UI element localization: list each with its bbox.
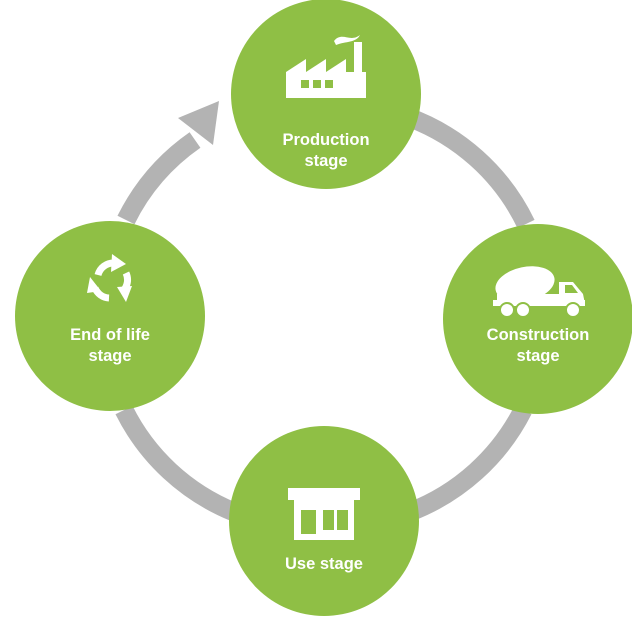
concrete-mixer-truck-icon	[493, 266, 585, 318]
construction-stage-label-line2: stage	[516, 347, 560, 365]
arrow-head	[178, 101, 219, 145]
construction-stage-label: Construction stage	[443, 325, 632, 367]
end-of-life-stage-label-line1: End of life	[70, 326, 150, 344]
end-of-life-stage-circle: End of life stage	[15, 221, 205, 411]
building-icon	[288, 488, 360, 540]
use-stage-label-line1: Use stage	[285, 555, 363, 573]
use-stage-label: Use stage	[229, 554, 419, 575]
recycle-icon	[87, 254, 132, 302]
end-of-life-stage-label: End of life stage	[15, 325, 205, 367]
production-stage-label: Production stage	[231, 130, 421, 172]
arc-production-construction	[401, 107, 535, 229]
factory-icon	[286, 35, 366, 98]
arc-use-endoflife	[115, 405, 238, 521]
use-stage-circle: Use stage	[229, 426, 419, 616]
arc-endoflife-production	[117, 132, 201, 225]
production-stage-label-line2: stage	[304, 152, 348, 170]
construction-stage-label-line1: Construction	[486, 326, 590, 344]
production-stage-circle: Production stage	[231, 0, 421, 189]
arc-construction-use	[406, 405, 532, 521]
production-stage-label-line1: Production	[282, 131, 370, 149]
end-of-life-stage-label-line2: stage	[88, 347, 132, 365]
construction-stage-circle: Construction stage	[443, 224, 632, 414]
